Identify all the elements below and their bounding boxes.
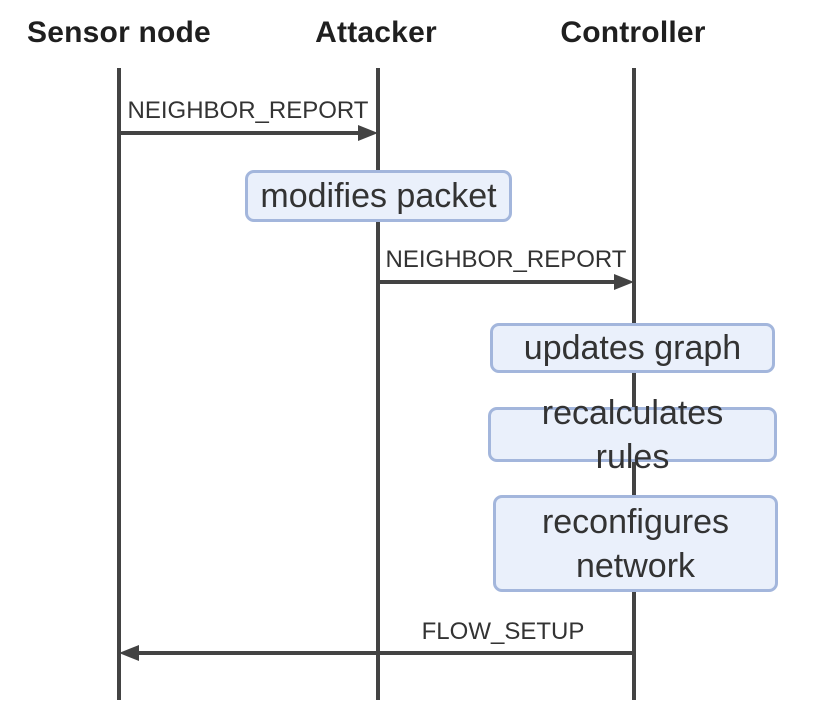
action-label-recalculates-rules: recalculates rules bbox=[541, 393, 724, 476]
lifeline-attacker bbox=[376, 68, 380, 700]
participant-label-attacker: Attacker bbox=[315, 16, 437, 49]
arrowhead-right-icon bbox=[358, 125, 378, 141]
arrowhead-right-icon bbox=[614, 274, 634, 290]
lifeline-controller bbox=[632, 68, 636, 700]
action-box-updates-graph: updates graph bbox=[490, 323, 775, 373]
participant-label-sensor-node: Sensor node bbox=[27, 16, 211, 49]
action-box-modifies-packet: modifies packet bbox=[245, 170, 512, 222]
action-box-reconfigures-network: reconfigures network bbox=[493, 495, 778, 592]
action-label-modifies-packet: modifies packet bbox=[260, 177, 497, 215]
action-box-recalculates-rules: recalculates rules bbox=[488, 394, 777, 476]
action-label-updates-graph: updates graph bbox=[523, 329, 742, 367]
lifeline-sensor-node bbox=[117, 68, 121, 700]
action-label-reconfigures-network: reconfigures network bbox=[541, 502, 730, 585]
message-label-flow-setup: FLOW_SETUP bbox=[421, 618, 585, 645]
message-label-neighbor-report-1: NEIGHBOR_REPORT bbox=[127, 97, 369, 124]
participant-label-controller: Controller bbox=[560, 16, 706, 49]
message-line-flow-setup bbox=[137, 651, 634, 655]
arrowhead-left-icon bbox=[119, 645, 139, 661]
message-label-neighbor-report-2: NEIGHBOR_REPORT bbox=[385, 246, 627, 273]
message-line-neighbor-report-1 bbox=[119, 131, 360, 135]
message-line-neighbor-report-2 bbox=[378, 280, 616, 284]
